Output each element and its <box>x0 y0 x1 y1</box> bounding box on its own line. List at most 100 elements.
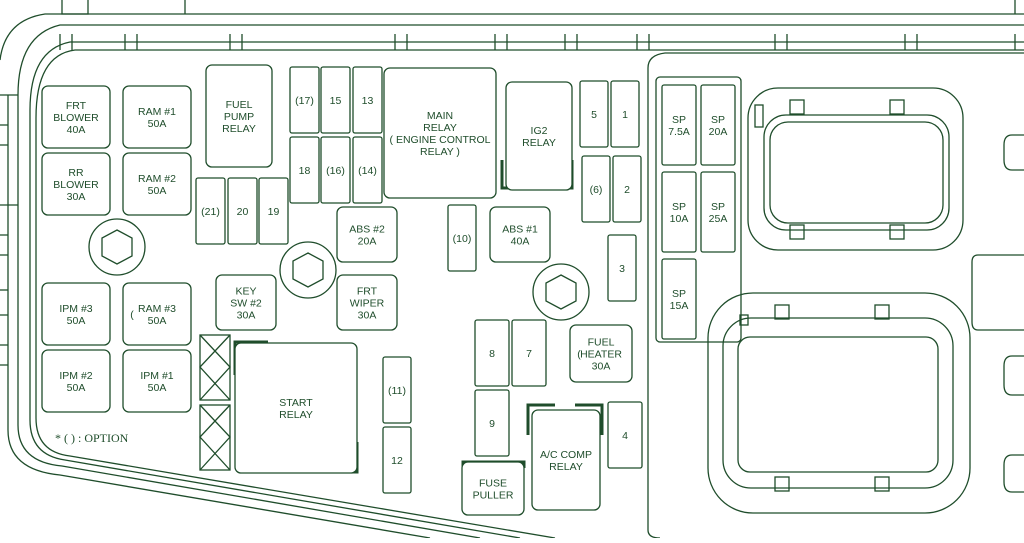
ram2-label-0: RAM #2 <box>138 173 176 185</box>
f20-label-0: 20 <box>237 206 249 218</box>
f5-label-0: 5 <box>591 109 597 121</box>
ac-comp-relay-label-1: RELAY <box>549 461 583 473</box>
fuse-puller-outline <box>461 461 525 516</box>
ac-relay-bracket-right <box>575 403 604 435</box>
frt-blower-label-2: 40A <box>67 124 86 136</box>
f16-label-0: (16) <box>326 165 345 177</box>
f21-label-0: (21) <box>201 206 220 218</box>
f16-outline <box>320 136 351 204</box>
f16: (16) <box>320 136 351 204</box>
sp20-label-1: 20A <box>709 126 728 138</box>
f9: 9 <box>474 389 510 457</box>
frt-wiper-label-1: WIPER <box>350 298 385 310</box>
rr-blower-label-0: RR <box>68 167 84 179</box>
f15-outline <box>320 66 351 134</box>
blank-slot-upper <box>199 334 231 401</box>
hex-bolt-1 <box>88 218 146 276</box>
f19-outline <box>258 177 289 245</box>
ig2-relay-outline <box>505 81 573 191</box>
sp15-outline <box>661 258 697 340</box>
f7-label-0: 7 <box>526 348 532 360</box>
abs2-outline <box>336 206 398 263</box>
sp75-label-1: 7.5A <box>668 126 690 138</box>
frt-wiper-label-2: 30A <box>358 310 377 322</box>
ig2-relay-label-0: IG2 <box>531 125 548 137</box>
f6-outline <box>581 155 611 223</box>
f11-outline <box>382 356 412 424</box>
f10-outline <box>447 204 477 272</box>
abs1-label-1: 40A <box>511 236 530 248</box>
f15-label-0: 15 <box>330 95 342 107</box>
frt-blower-outline <box>41 85 111 149</box>
ipm2-outline <box>41 349 111 413</box>
fuel-pump-relay-label-1: PUMP <box>224 111 254 123</box>
f8-label-0: 8 <box>489 348 495 360</box>
ipm2-label-1: 50A <box>67 382 86 394</box>
f6-label-0: (6) <box>590 184 603 196</box>
ram3-label-1: 50A <box>148 315 167 327</box>
f7: 7 <box>511 319 547 387</box>
f11-label-0: (11) <box>388 385 406 397</box>
f17-label-0: (17) <box>295 95 314 107</box>
ac-comp-relay-label-0: A/C COMP <box>540 449 592 461</box>
ac-comp-relay-outline <box>531 409 601 511</box>
ipm2-label-0: IPM #2 <box>59 370 92 382</box>
frt-blower-label-1: BLOWER <box>53 112 99 124</box>
f4-outline <box>607 401 643 469</box>
f4: 4 <box>607 401 643 469</box>
ram1-label-1: 50A <box>148 118 167 130</box>
ipm3-outline <box>41 282 111 346</box>
fuel-pump-relay-label-2: RELAY <box>222 123 256 135</box>
f14-outline <box>352 136 383 204</box>
sp15-label-1: 15A <box>670 300 689 312</box>
sp25-label-0: SP <box>711 201 725 213</box>
ram2-label-1: 50A <box>148 185 167 197</box>
start-relay-label-1: RELAY <box>279 409 313 421</box>
f12-outline <box>382 426 412 494</box>
f18-outline <box>289 136 320 204</box>
f14-label-0: (14) <box>358 165 377 177</box>
key-sw2-outline <box>215 274 277 331</box>
sp25-label-1: 25A <box>709 213 728 225</box>
sp20-label-0: SP <box>711 114 725 126</box>
main-relay-label-0: MAIN <box>427 110 453 122</box>
f11: (11) <box>382 356 412 424</box>
sp15-label-0: SP <box>672 288 686 300</box>
f9-outline <box>474 389 510 457</box>
f17: (17) <box>289 66 320 134</box>
f7-outline <box>511 319 547 387</box>
f10: (10) <box>447 204 477 272</box>
f5-outline <box>579 80 609 148</box>
f2-outline <box>612 155 642 223</box>
main-relay-label-2: ( ENGINE CONTROL <box>390 134 491 146</box>
f1-outline <box>610 80 640 148</box>
f3-outline <box>607 234 637 302</box>
ac-relay-bracket-left <box>526 403 555 435</box>
sp75-label-0: SP <box>672 114 686 126</box>
main-relay-label-3: RELAY ) <box>420 146 460 158</box>
right-module <box>647 52 1024 539</box>
fuel-pump-relay-outline <box>205 64 273 168</box>
f20: 20 <box>227 177 258 245</box>
f18-label-0: 18 <box>299 165 311 177</box>
sp20-outline <box>700 84 736 166</box>
main-relay-label-1: RELAY <box>423 122 457 134</box>
rr-blower-outline <box>41 152 111 216</box>
sp25-outline <box>700 171 736 253</box>
